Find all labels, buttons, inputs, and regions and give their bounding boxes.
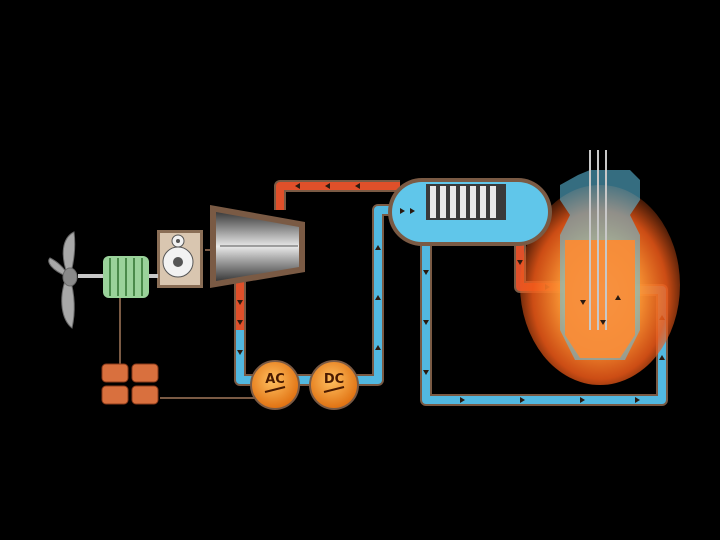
ac-generator-label: AC <box>265 372 285 387</box>
propulsion-motor-icon <box>103 256 149 298</box>
flow-arrows <box>237 183 665 403</box>
switchboard-icon <box>101 363 159 405</box>
turbine-icon <box>210 205 305 288</box>
steam-generator-icon <box>388 178 552 246</box>
dc-generator-label: DC <box>324 372 344 387</box>
ac-generator-icon: AC <box>250 360 300 410</box>
dc-generator-icon: DC <box>309 360 359 410</box>
gearbox-icon <box>157 230 203 288</box>
propeller-icon <box>48 231 78 329</box>
reactor-icon <box>520 150 680 385</box>
